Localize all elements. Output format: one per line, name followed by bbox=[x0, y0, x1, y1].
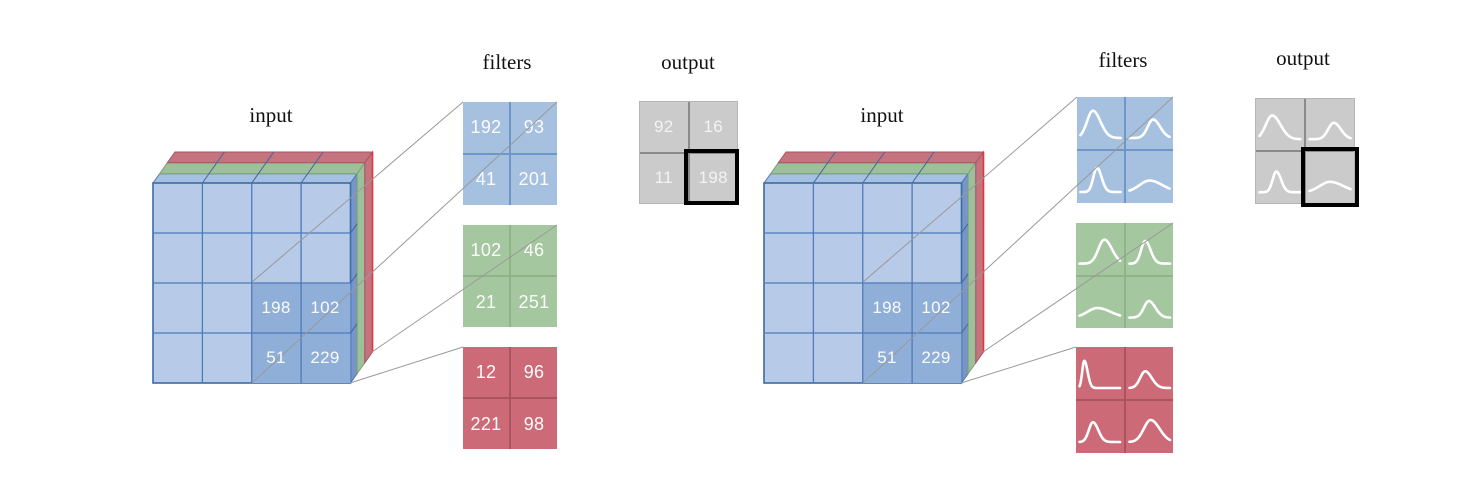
distribution-curve bbox=[1127, 152, 1172, 202]
output-cell: 198 bbox=[689, 153, 737, 203]
filter-cell: 251 bbox=[511, 277, 557, 327]
input-value: 102 bbox=[310, 298, 340, 317]
filters-label-right: filters bbox=[1098, 48, 1148, 72]
filter-cell bbox=[1076, 347, 1124, 399]
output-cell: 16 bbox=[689, 102, 737, 152]
filter-grid-green-right bbox=[1076, 223, 1173, 328]
filter-cell: 12 bbox=[463, 347, 509, 397]
filter-cell: 201 bbox=[511, 154, 557, 205]
highlight-box-right bbox=[1301, 147, 1359, 207]
filter-cell bbox=[1076, 223, 1124, 275]
input-value: 102 bbox=[921, 298, 951, 317]
input-label-left: input bbox=[249, 103, 293, 127]
filter-cell bbox=[1076, 401, 1124, 453]
filter-cell bbox=[1126, 97, 1173, 149]
filter-cell: 41 bbox=[463, 154, 509, 205]
filter-cell: 46 bbox=[511, 225, 557, 275]
output-cell: 92 bbox=[640, 102, 688, 152]
filter-cell bbox=[1077, 151, 1124, 203]
filter-cell bbox=[1076, 276, 1124, 328]
distribution-curve bbox=[1078, 98, 1123, 148]
distribution-curve bbox=[1127, 224, 1173, 274]
filter-grid-red-left: 12 96 221 98 bbox=[463, 347, 557, 449]
filter-cell bbox=[1077, 97, 1124, 149]
filter-cell: 21 bbox=[463, 277, 509, 327]
output-cell: 11 bbox=[640, 153, 688, 203]
filter-cell bbox=[1125, 347, 1173, 399]
filter-cell: 221 bbox=[463, 399, 509, 449]
distribution-curve bbox=[1127, 278, 1173, 328]
highlight-box-left bbox=[684, 149, 739, 205]
output-cell bbox=[1256, 99, 1304, 150]
output-label-right: output bbox=[1276, 46, 1330, 70]
filter-cell: 102 bbox=[463, 225, 509, 275]
filter-grid-green-left: 102 46 21 251 bbox=[463, 225, 557, 327]
input-label-right: input bbox=[860, 103, 904, 127]
distribution-curve bbox=[1307, 153, 1353, 202]
distribution-curve bbox=[1127, 348, 1173, 398]
input-value: 229 bbox=[310, 348, 340, 367]
input-value: 229 bbox=[921, 348, 951, 367]
distribution-curve bbox=[1077, 278, 1123, 328]
filter-cell: 192 bbox=[463, 102, 509, 153]
filter-cell: 98 bbox=[511, 399, 557, 449]
output-cell bbox=[1306, 99, 1354, 150]
output-label-left: output bbox=[661, 50, 715, 74]
distribution-curve bbox=[1077, 348, 1123, 398]
input-value: 198 bbox=[261, 298, 291, 317]
filter-cell bbox=[1126, 151, 1173, 203]
distribution-curve bbox=[1077, 224, 1123, 274]
output-cell bbox=[1256, 152, 1304, 203]
filter-cell: 93 bbox=[511, 102, 557, 153]
filter-grid-red-right bbox=[1076, 347, 1173, 453]
distribution-curve bbox=[1077, 402, 1123, 452]
distribution-curve bbox=[1307, 100, 1353, 149]
filters-label-left: filters bbox=[482, 50, 532, 74]
input-value: 51 bbox=[877, 348, 897, 367]
filter-cell bbox=[1125, 223, 1173, 275]
filter-cell: 96 bbox=[511, 347, 557, 397]
distribution-curve bbox=[1127, 402, 1173, 452]
output-cell bbox=[1306, 152, 1354, 203]
input-value: 198 bbox=[872, 298, 902, 317]
filter-grid-blue-right bbox=[1077, 97, 1173, 203]
input-value: 51 bbox=[266, 348, 286, 367]
filter-grid-blue-left: 192 93 41 201 bbox=[463, 102, 557, 205]
output-grid-right bbox=[1255, 98, 1355, 204]
distribution-curve bbox=[1257, 153, 1303, 202]
filter-cell bbox=[1125, 401, 1173, 453]
filter-cell bbox=[1125, 276, 1173, 328]
distribution-curve bbox=[1257, 100, 1303, 149]
distribution-curve bbox=[1078, 152, 1123, 202]
distribution-curve bbox=[1127, 98, 1172, 148]
